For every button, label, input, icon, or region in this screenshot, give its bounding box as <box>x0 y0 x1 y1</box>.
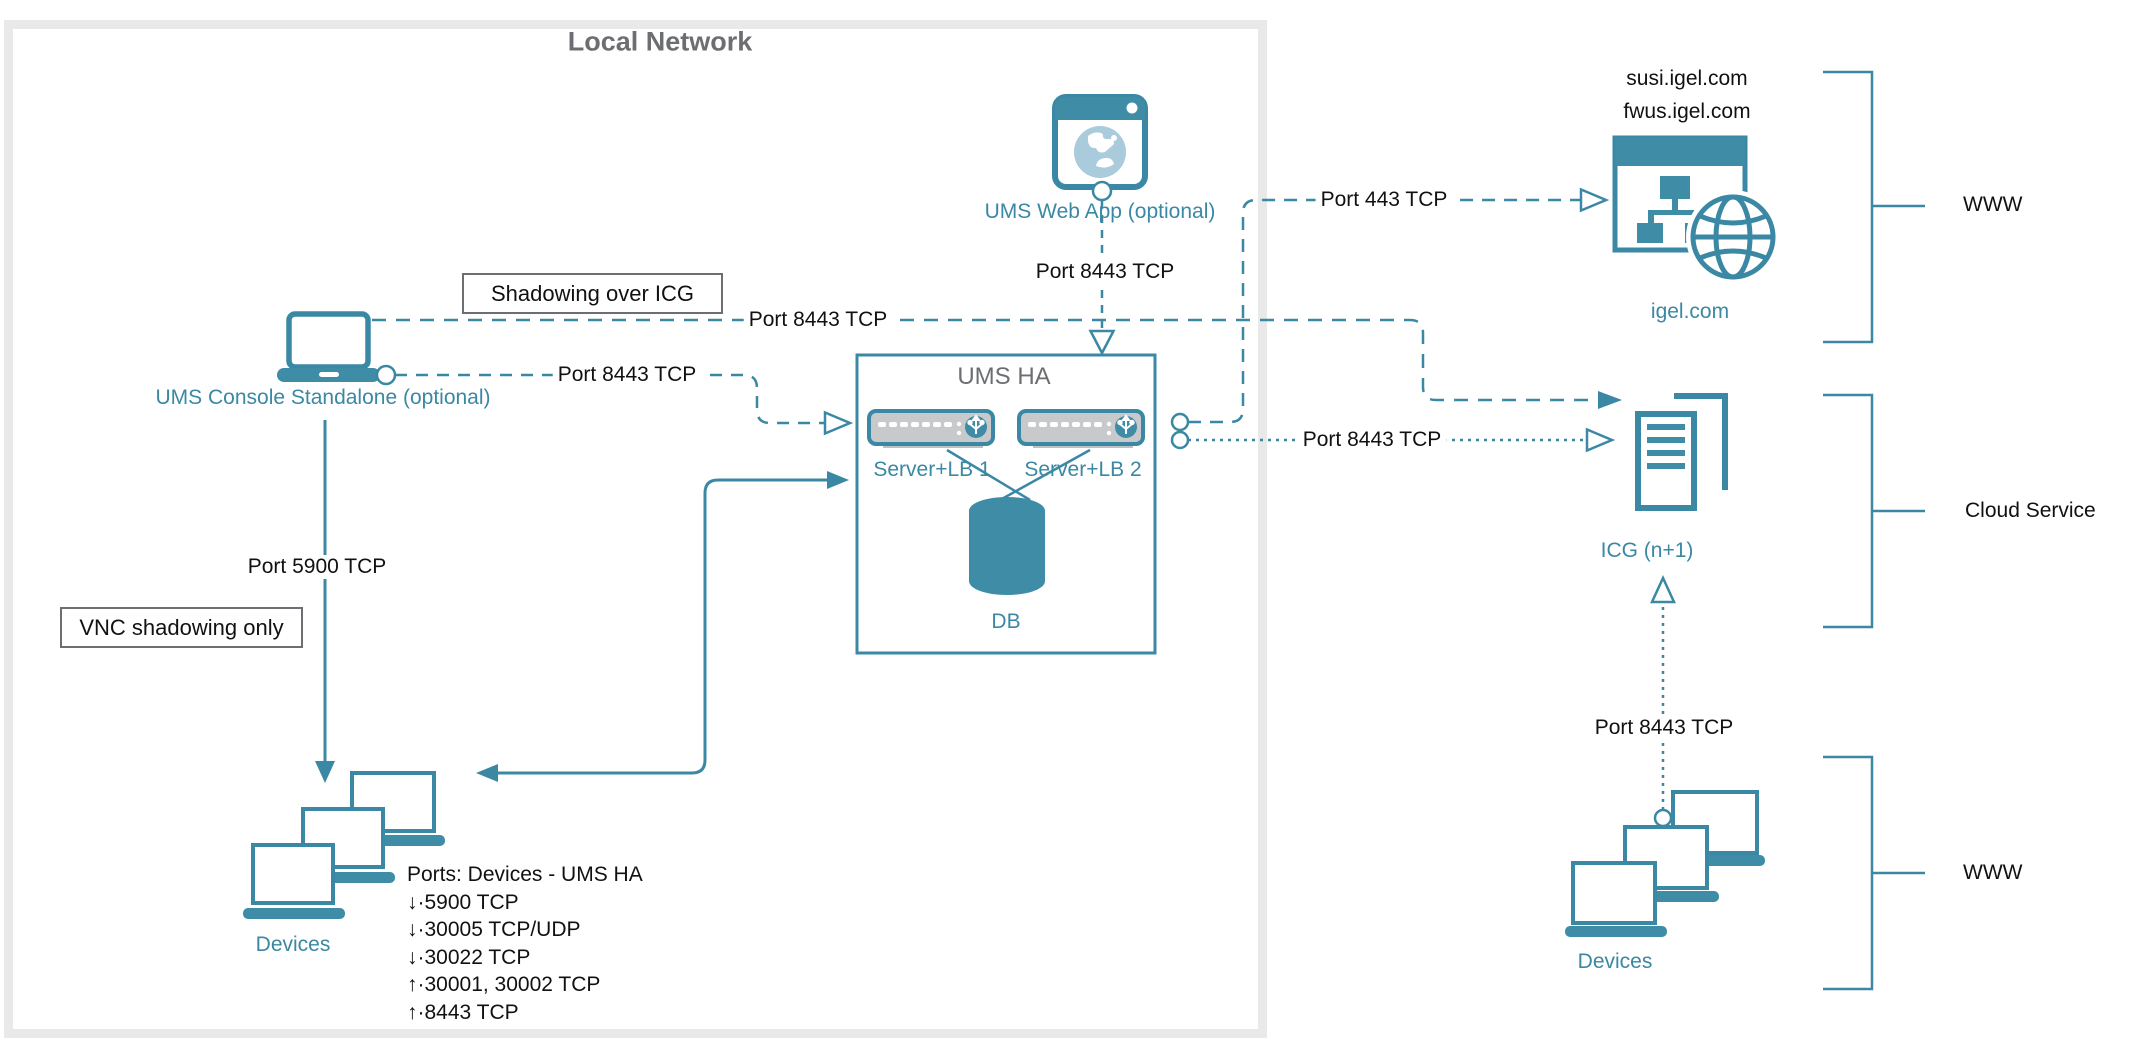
igel-domain-fwus: fwus.igel.com <box>1623 100 1751 123</box>
server-lb1-label: Server+LB 1 <box>873 458 991 481</box>
ums-web-app-label: UMS Web App (optional) <box>984 200 1216 223</box>
server-lb1-icon <box>867 409 995 448</box>
port-label-ums-igel: Port 443 TCP <box>1315 188 1453 212</box>
icg-icon <box>1635 393 1728 511</box>
shadowing-over-icg-callout: Shadowing over ICG <box>462 273 723 314</box>
ums-console-laptop-icon <box>277 311 380 382</box>
ports-list-item: ↓·30022 TCP <box>407 945 531 969</box>
port-label-ums-icg: Port 8443 TCP <box>1297 428 1447 452</box>
arrowhead-open-igel <box>1579 187 1610 213</box>
arrowhead-filled-icg-top <box>1598 391 1622 409</box>
port-label-console-devices: Port 5900 TCP <box>242 555 392 579</box>
port-label-devices-icg: Port 8443 TCP <box>1589 716 1739 740</box>
arrowhead-open-icg-bottom <box>1650 574 1676 604</box>
igel-domains: susi.igel.com fwus.igel.com <box>1623 62 1750 128</box>
ums-console-label: UMS Console Standalone (optional) <box>155 386 491 409</box>
devices-local-icon <box>243 771 445 919</box>
bracket-www-top <box>1823 70 1925 344</box>
vnc-shadowing-only-callout: VNC shadowing only <box>60 607 303 648</box>
ports-list-item: ↑·30001, 30002 TCP <box>407 973 601 996</box>
ums-web-app-icon <box>1052 94 1148 190</box>
igel-com-label: igel.com <box>1650 300 1730 323</box>
ports-list-item: ↓·30005 TCP/UDP <box>407 918 581 941</box>
server-lb2-label: Server+LB 2 <box>1024 458 1142 481</box>
db-icon <box>969 497 1045 595</box>
icg-label: ICG (n+1) <box>1600 539 1694 562</box>
port-label-webapp-ums: Port 8443 TCP <box>1030 260 1180 284</box>
ums-ha-title: UMS HA <box>957 363 1051 390</box>
ports-list-item: ↑·8443 TCP <box>407 1000 519 1024</box>
db-label: DB <box>991 610 1021 633</box>
server-lb2-icon <box>1017 409 1145 448</box>
zone-www-top: WWW <box>1963 193 2023 216</box>
zone-cloud-service: Cloud Service <box>1965 499 2096 522</box>
devices-remote-icon <box>1565 790 1765 937</box>
ports-list-item: ↓·5900 TCP <box>407 890 519 914</box>
arrowhead-open-icg <box>1585 427 1616 453</box>
port-label-console-ums: Port 8443 TCP <box>552 363 702 387</box>
bracket-www-bottom <box>1823 755 1925 991</box>
bracket-cloud-service <box>1823 393 1925 629</box>
port-label-console-icg: Port 8443 TCP <box>743 308 893 332</box>
devices-remote-label: Devices <box>1577 950 1653 973</box>
local-network-title: Local Network <box>567 26 753 57</box>
igel-com-icon <box>1612 135 1780 284</box>
ports-list-title: Ports: Devices - UMS HA <box>407 863 643 886</box>
igel-domain-susi: susi.igel.com <box>1626 67 1748 90</box>
zone-www-bottom: WWW <box>1963 861 2023 884</box>
devices-local-label: Devices <box>255 933 331 956</box>
devices-ums-ports-list: Ports: Devices - UMS HA ↓·5900 TCP ↓·300… <box>407 861 643 1026</box>
